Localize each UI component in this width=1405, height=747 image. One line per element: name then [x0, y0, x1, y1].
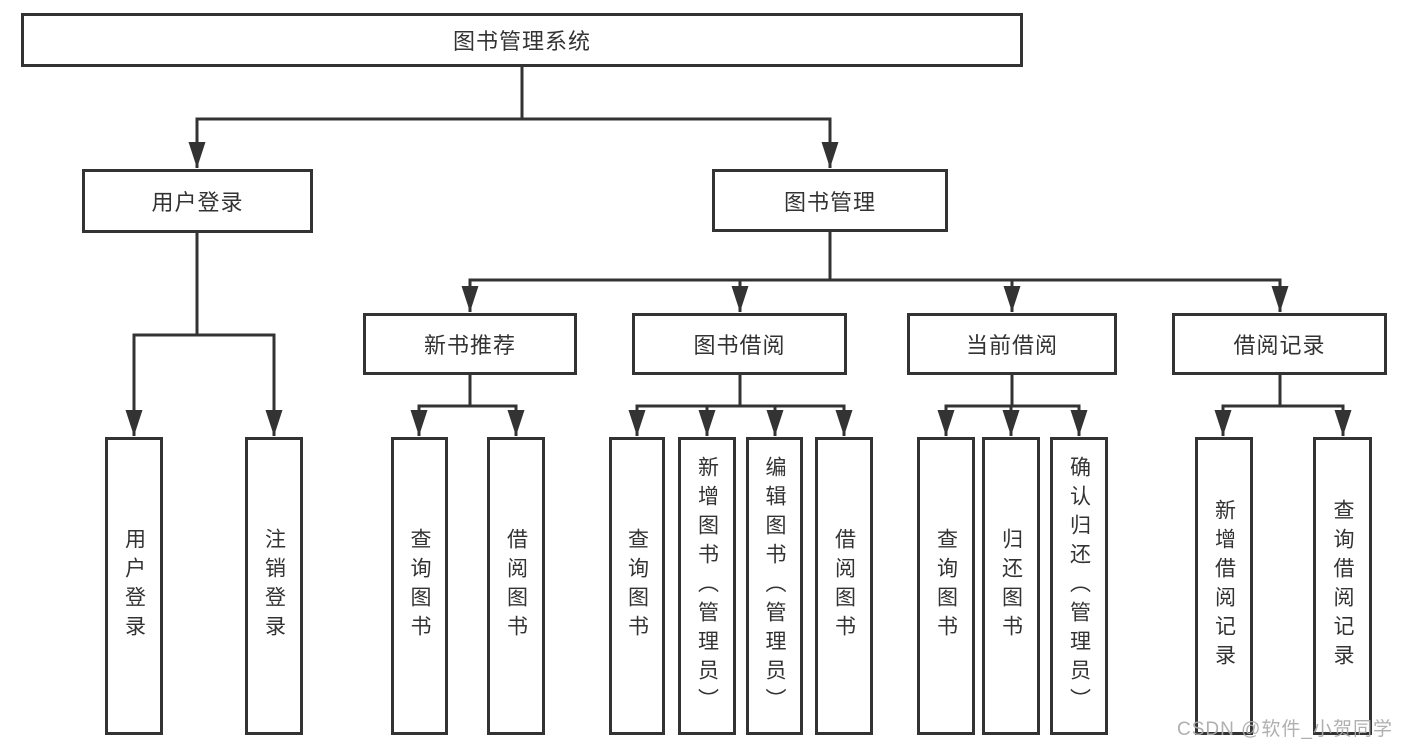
leaf-query-book-recommend: 查询图书 [391, 437, 448, 735]
node-label: 借阅图书 [832, 528, 856, 644]
node-label: 确认归还（管理员） [1067, 455, 1091, 717]
leaf-query-book-current: 查询图书 [917, 437, 975, 735]
node-label: 当前借阅 [965, 333, 1058, 358]
leaf-borrow-book-recommend: 借阅图书 [487, 437, 545, 735]
node-user-login: 用户登录 [82, 169, 313, 233]
node-label: 借阅记录 [1233, 333, 1326, 358]
node-label: 查询图书 [934, 528, 958, 644]
leaf-add-book-admin: 新增图书（管理员） [678, 437, 736, 735]
leaf-query-book-borrow: 查询图书 [609, 437, 665, 735]
node-label: 用户登录 [151, 190, 244, 215]
node-book-management: 图书管理 [712, 169, 948, 232]
leaf-borrow-book: 借阅图书 [815, 437, 873, 735]
node-borrow-records: 借阅记录 [1172, 313, 1387, 375]
node-library-management-system: 图书管理系统 [21, 13, 1023, 67]
node-label: 图书管理 [783, 189, 876, 215]
leaf-add-borrow-record: 新增借阅记录 [1195, 437, 1253, 735]
node-current-borrow: 当前借阅 [907, 313, 1117, 375]
node-label: 注销登录 [262, 528, 286, 644]
leaf-return-book: 归还图书 [982, 437, 1040, 735]
watermark: CSDN @软件_小贺同学 [1177, 719, 1393, 740]
leaf-confirm-return-admin: 确认归还（管理员） [1050, 437, 1108, 735]
leaf-user-login: 用户登录 [105, 437, 163, 735]
node-label: 新增借阅记录 [1212, 499, 1236, 673]
leaf-edit-book-admin: 编辑图书（管理员） [746, 437, 803, 735]
node-label: 图书借阅 [693, 333, 786, 358]
node-label: 查询图书 [408, 528, 431, 644]
node-label: 新增图书（管理员） [695, 455, 719, 717]
node-label: 查询借阅记录 [1331, 499, 1354, 673]
node-new-book-recommend: 新书推荐 [363, 313, 577, 375]
node-label: 归还图书 [999, 528, 1023, 644]
node-book-borrow: 图书借阅 [632, 313, 847, 375]
leaf-logout: 注销登录 [245, 437, 303, 735]
node-label: 查询图书 [625, 528, 649, 644]
node-label: 图书管理系统 [452, 29, 591, 54]
node-label: 新书推荐 [423, 333, 516, 358]
node-label: 借阅图书 [504, 528, 528, 644]
leaf-query-borrow-record: 查询借阅记录 [1313, 437, 1372, 735]
node-label: 编辑图书（管理员） [763, 455, 786, 717]
node-label: 用户登录 [122, 528, 146, 644]
